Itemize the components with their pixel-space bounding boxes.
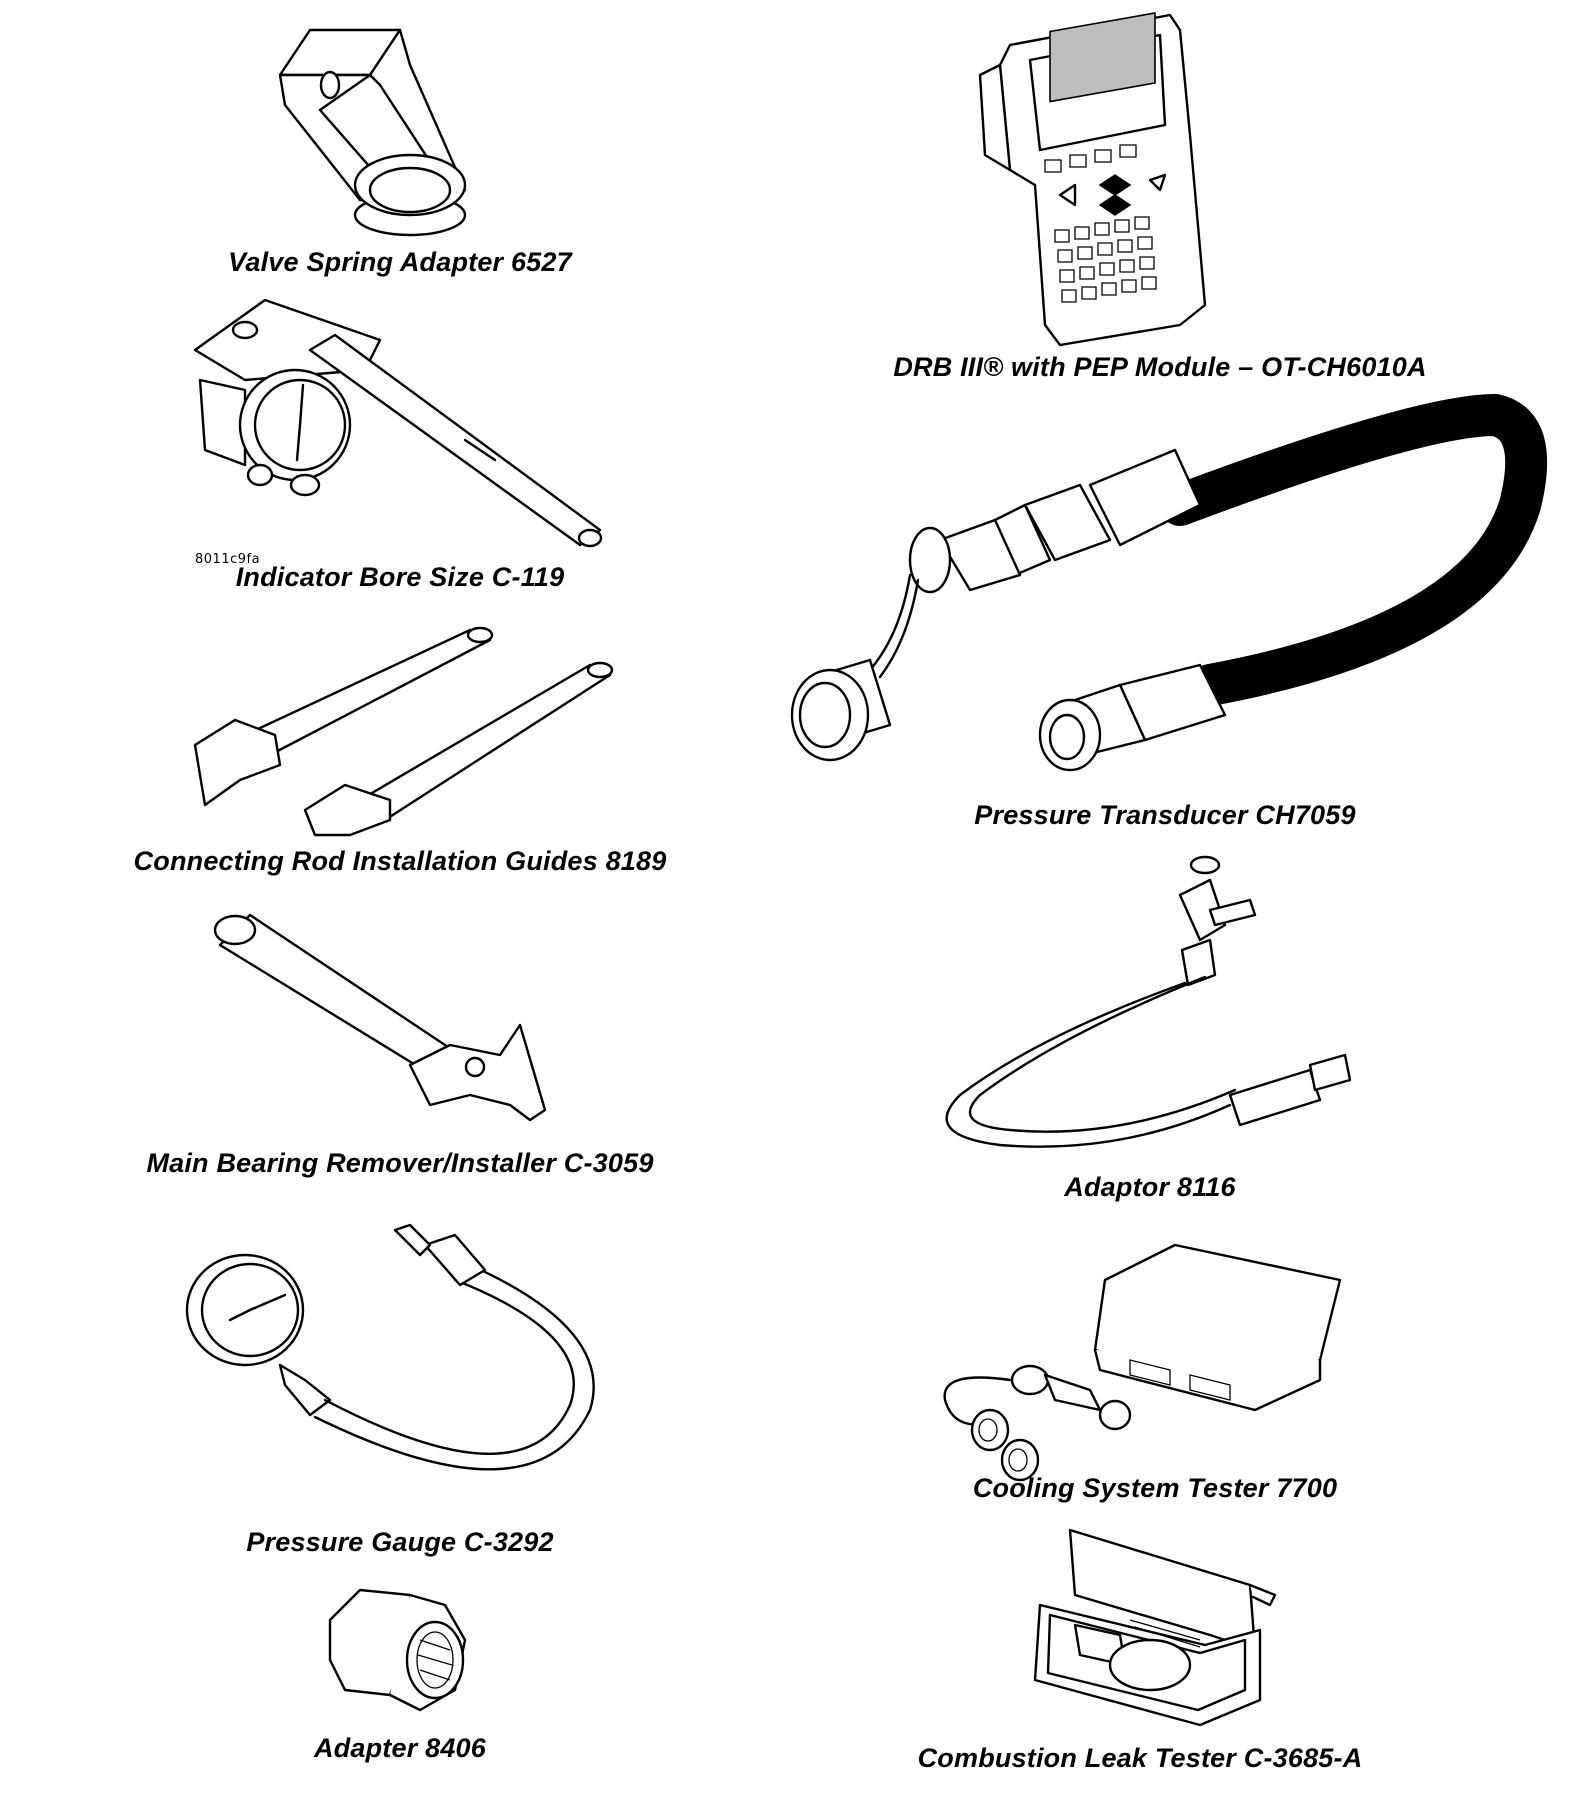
caption-adapter-8406: Adapter 8406: [314, 1733, 486, 1763]
cooling-system-tester-illustration: [930, 1240, 1380, 1480]
caption-connecting-rod-guides: Connecting Rod Installation Guides 8189: [133, 846, 667, 876]
caption-main-bearing: Main Bearing Remover/Installer C-3059: [146, 1148, 654, 1178]
tool-pressure-transducer: Pressure Transducer CH7059: [780, 395, 1550, 835]
pressure-transducer-illustration: [780, 395, 1550, 795]
figure-code: 8011c9fa: [195, 552, 261, 567]
tool-valve-spring-adapter: Valve Spring Adapter 6527: [228, 15, 572, 277]
tool-indicator-bore-size: 8011c9fa Indicator Bore Size C-119: [185, 290, 625, 592]
drb-iii-illustration: [860, 5, 1460, 345]
tool-combustion-leak-tester: Combustion Leak Tester C-3685-A: [900, 1525, 1370, 1790]
caption-cooling-system-tester: Cooling System Tester 7700: [972, 1473, 1338, 1503]
adapter-8406-illustration: [300, 1580, 500, 1710]
combustion-leak-tester-illustration: [900, 1525, 1370, 1750]
caption-adaptor-8116: Adaptor 8116: [1064, 1172, 1236, 1202]
adaptor-8116-illustration: [920, 855, 1380, 1165]
pressure-gauge-illustration: [185, 1225, 625, 1485]
caption-indicator-bore-size: Indicator Bore Size C-119: [235, 562, 565, 592]
indicator-bore-size-illustration: [185, 290, 625, 550]
tool-pressure-gauge: Pressure Gauge C-3292: [185, 1225, 625, 1557]
tool-adaptor-8116: Adaptor 8116: [920, 855, 1380, 1205]
connecting-rod-guides-illustration: [185, 620, 625, 830]
tool-connecting-rod-guides: Connecting Rod Installation Guides 8189: [134, 620, 666, 876]
tool-cooling-system-tester: Cooling System Tester 7700: [930, 1240, 1380, 1520]
tool-adapter-8406: Adapter 8406: [300, 1580, 500, 1780]
caption-drb-iii: DRB III® with PEP Module – OT-CH6010A: [893, 352, 1427, 382]
tool-drb-iii: DRB III® with PEP Module – OT-CH6010A: [860, 5, 1460, 382]
caption-combustion-leak-tester: Combustion Leak Tester C-3685-A: [917, 1743, 1363, 1773]
tool-main-bearing: Main Bearing Remover/Installer C-3059: [146, 905, 653, 1178]
caption-pressure-gauge: Pressure Gauge C-3292: [246, 1527, 554, 1557]
caption-pressure-transducer: Pressure Transducer CH7059: [974, 800, 1356, 830]
valve-spring-adapter-illustration: [250, 15, 550, 245]
main-bearing-tool-illustration: [200, 905, 600, 1135]
caption-valve-spring-adapter: Valve Spring Adapter 6527: [228, 247, 572, 277]
